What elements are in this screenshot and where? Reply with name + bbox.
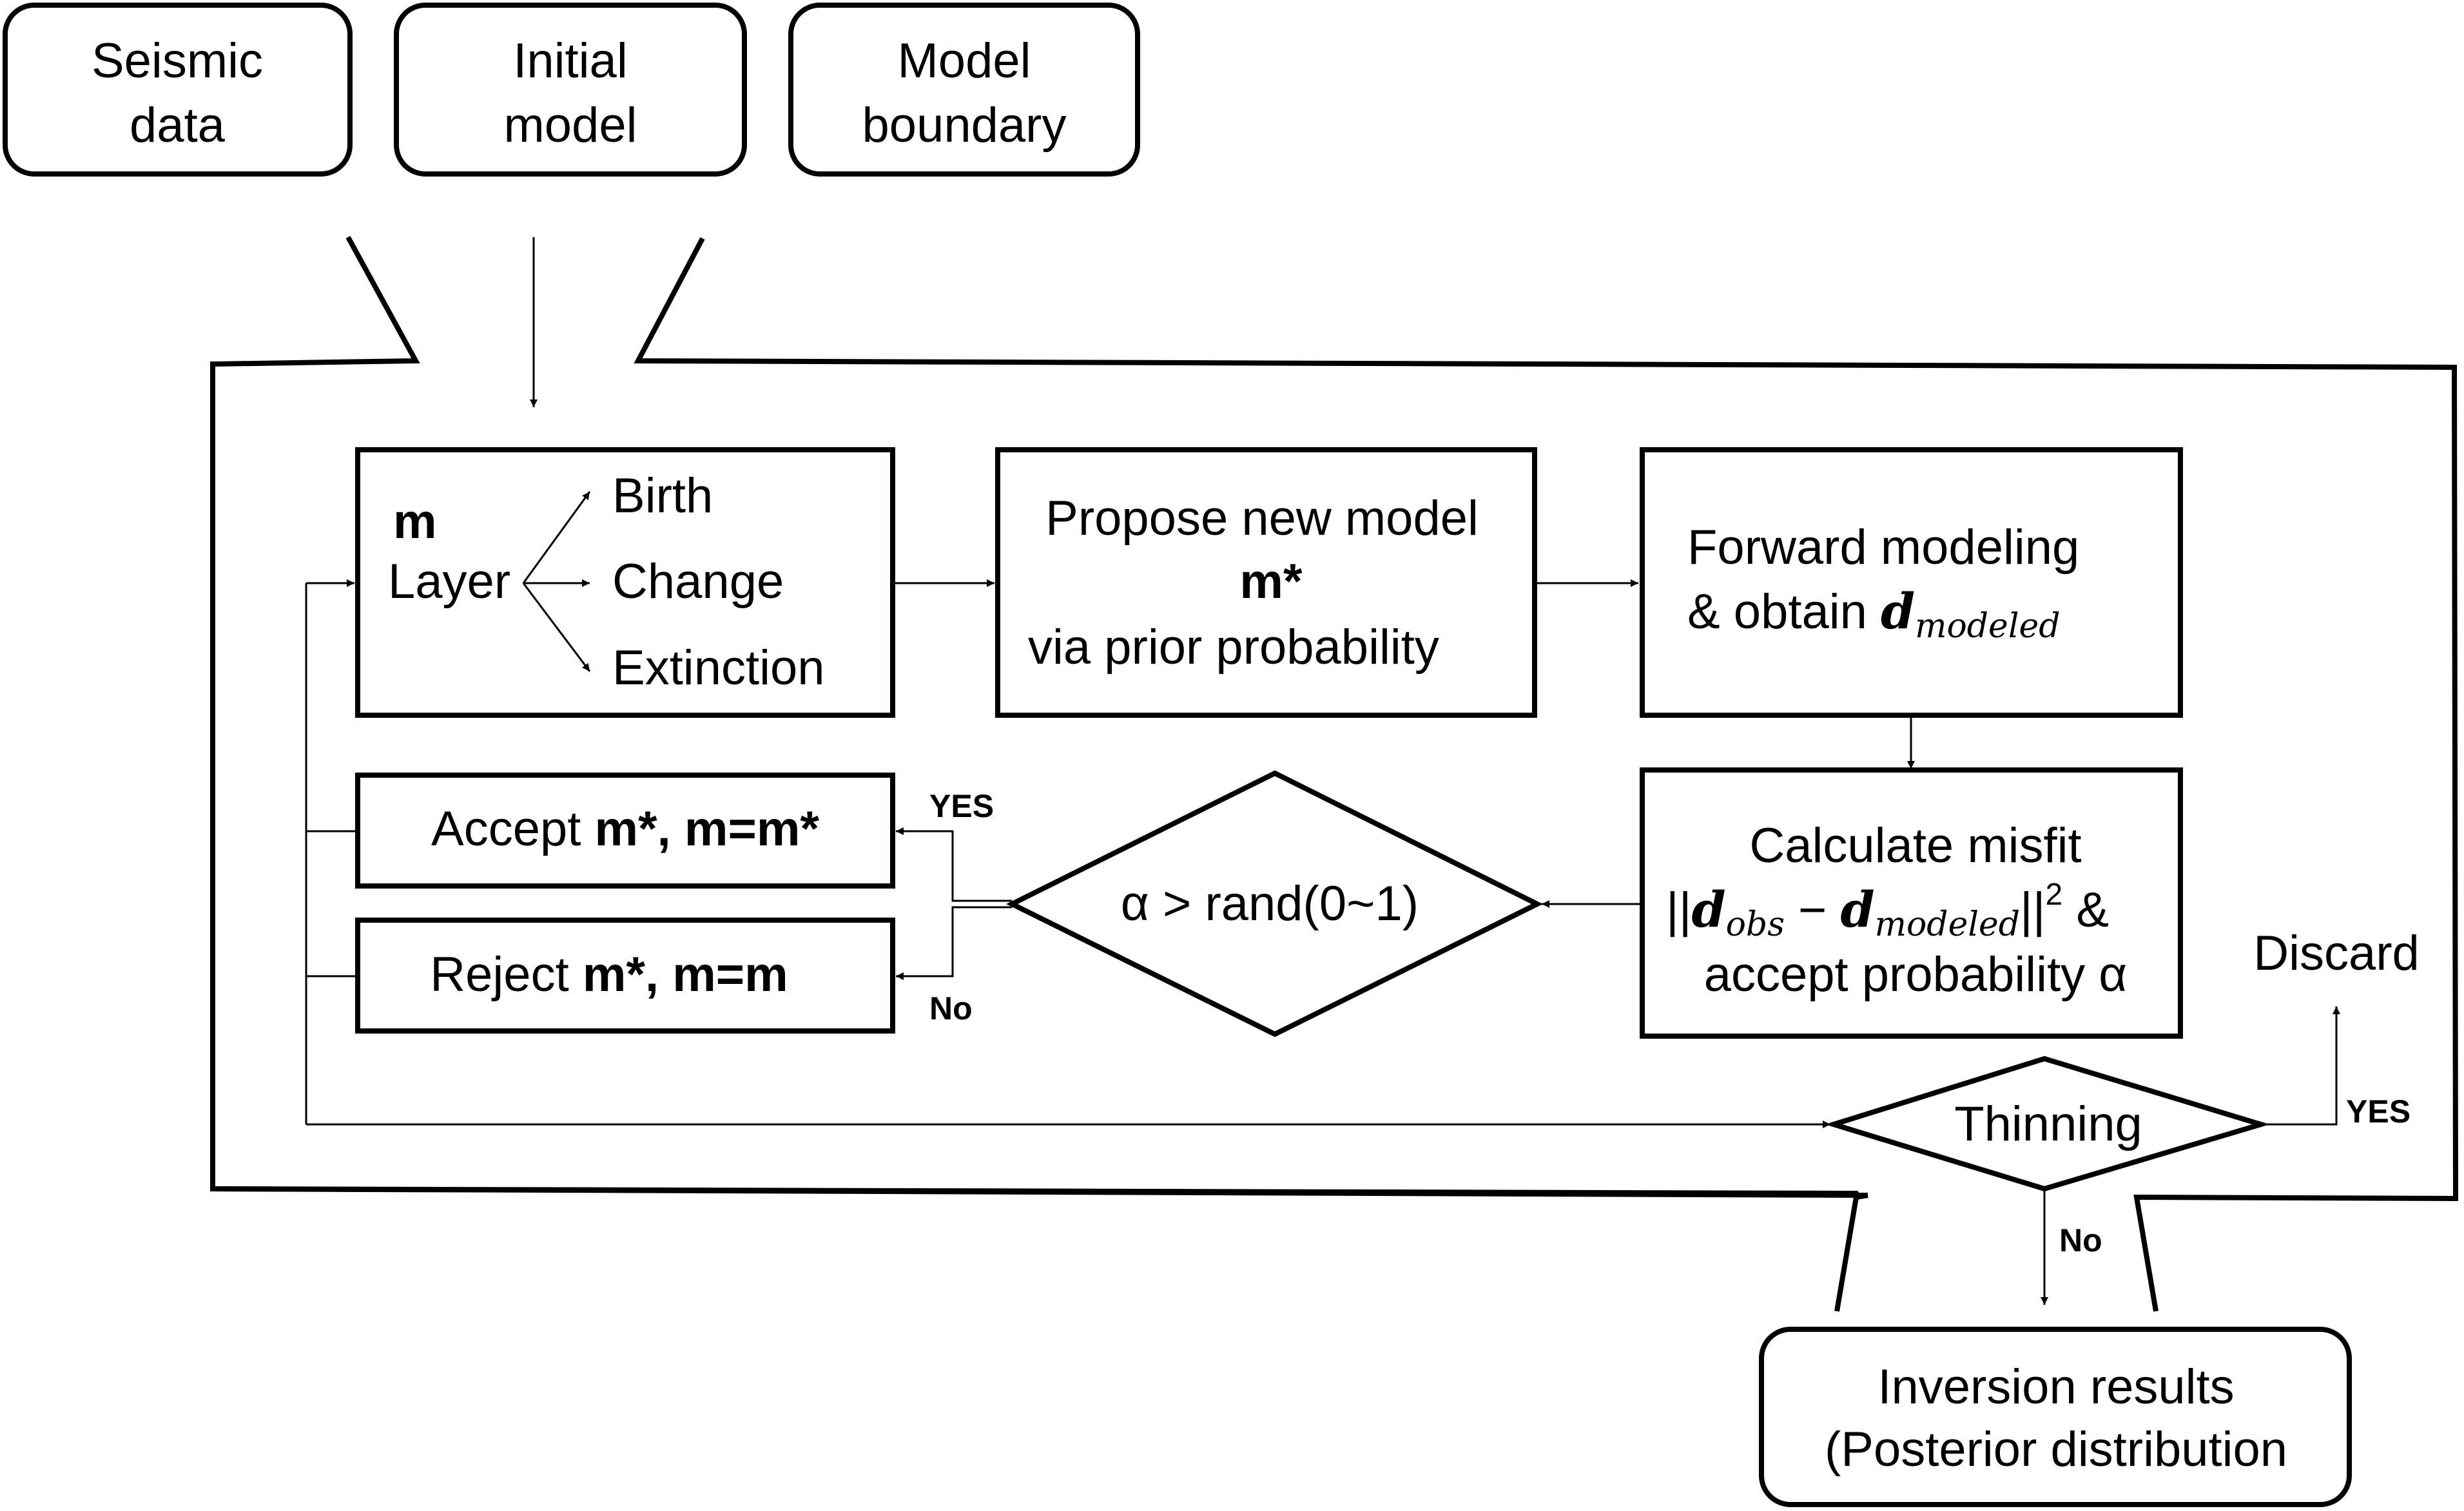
forward-d-sub: modeled (1915, 607, 2060, 646)
accept-bold: m*, m=m* (594, 802, 819, 856)
accept-text: Accept m*, m=m* (431, 802, 819, 856)
forward-d: d (1881, 582, 1915, 640)
decision-to-reject-connector (896, 906, 1012, 980)
misfit-line2: ||dobs − dmodeled||2 & (1666, 878, 2109, 944)
results-line1: Inversion results (1877, 1360, 2234, 1414)
thinning-label: Thinning (1954, 1097, 2142, 1151)
propose-line1: Propose new model (1045, 491, 1479, 546)
model-boundary-line2: boundary (862, 98, 1067, 153)
initial-model-line2: model (504, 98, 637, 153)
misfit-amp: & (2062, 883, 2109, 938)
decision-no-label: No (929, 990, 973, 1026)
layer-box: m Layer Birth Change Extinction (355, 447, 895, 718)
accept-box: Accept m*, m=m* (355, 773, 895, 889)
decision-condition: α > rand(0~1) (1121, 876, 1419, 931)
thinning-to-discard-arrow (2261, 1006, 2340, 1126)
reject-box: Reject m*, m=m (355, 918, 895, 1034)
input-seismic-data: Seismic data (3, 3, 353, 177)
thinning-decision: Thinning (1825, 1055, 2270, 1192)
reject-prefix: Reject (430, 947, 583, 1002)
birth-label: Birth (612, 468, 713, 523)
thinning-no-label: No (2059, 1222, 2102, 1258)
inversion-results-box: Inversion results (Posterior distributio… (1759, 1327, 2352, 1507)
decision-to-accept-connector (896, 827, 1012, 902)
forward-line2: & obtain dmodeled (1687, 582, 2061, 646)
initial-model-line1: Initial (513, 34, 627, 88)
layer-label: Layer (388, 554, 510, 609)
forward-modeling-box: Forward modeling & obtain dmodeled (1640, 447, 2183, 718)
reject-bold: m*, m=m (583, 947, 788, 1002)
extinction-label: Extinction (612, 640, 825, 695)
decision-yes-label: YES (929, 788, 994, 824)
misfit-power: 2 (2046, 878, 2063, 912)
input-initial-model: Initial model (394, 3, 747, 177)
misfit-d-mod-sub: modeled (1875, 905, 2020, 944)
extinction-arrow (522, 582, 591, 672)
propose-line2: m* (1239, 554, 1303, 609)
current-model-m: m (393, 494, 437, 549)
misfit-norm-open: || (1666, 883, 1691, 938)
misfit-minus: − (1785, 883, 1841, 938)
propose-box: Propose new model m* via prior probabili… (995, 447, 1537, 718)
forward-line1: Forward modeling (1687, 520, 2079, 575)
reject-text: Reject m*, m=m (430, 947, 788, 1002)
accept-prefix: Accept (431, 802, 594, 856)
input-model-boundary: Model boundary (788, 3, 1140, 177)
seismic-data-line2: data (130, 98, 226, 153)
misfit-box: Calculate misfit ||dobs − dmodeled||2 & … (1640, 767, 2183, 1039)
forward-line2-prefix: & obtain (1687, 584, 1881, 639)
acceptance-decision: α > rand(0~1) (1006, 770, 1543, 1037)
change-label: Change (612, 554, 784, 609)
model-boundary-line1: Model (898, 34, 1031, 88)
misfit-d-obs: d (1691, 881, 1725, 938)
birth-arrow (522, 491, 591, 584)
seismic-data-line1: Seismic (92, 34, 263, 88)
misfit-d-mod: d (1841, 881, 1875, 938)
misfit-d-obs-sub: obs (1726, 905, 1785, 944)
thinning-yes-label: YES (2346, 1093, 2411, 1130)
misfit-line3: accept probability α (1704, 947, 2128, 1002)
propose-line3: via prior probability (1028, 620, 1439, 675)
results-line2: (Posterior distribution (1825, 1422, 2287, 1477)
mcmc-loop-frame-bottom-left (212, 1186, 1862, 1200)
misfit-line1: Calculate misfit (1749, 818, 2081, 873)
discard-label: Discard (2253, 926, 2420, 981)
misfit-norm-close: || (2020, 883, 2045, 938)
